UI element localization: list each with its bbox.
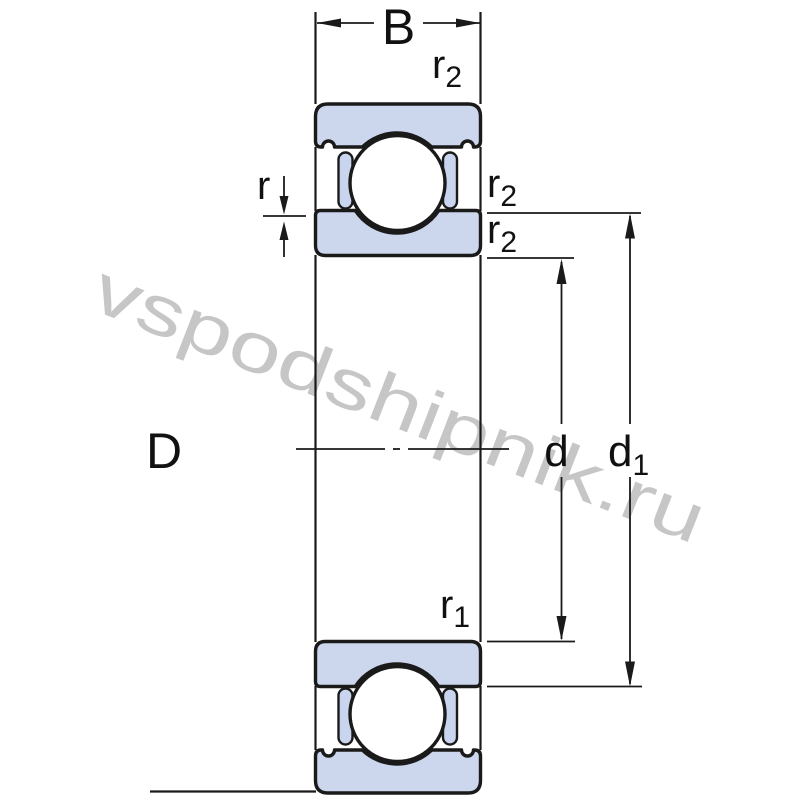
label-B: B xyxy=(382,0,415,55)
d1-arrowhead-down xyxy=(625,661,635,687)
d-arrowhead-down xyxy=(556,616,567,641)
b-arrowhead-left xyxy=(317,18,341,28)
label-r2-lower-sub: 2 xyxy=(500,226,517,259)
dimension-d: d xyxy=(487,259,575,643)
label-d1-sub: 1 xyxy=(632,449,649,482)
label-r2-top: r2 xyxy=(432,43,462,94)
bearing-section-top xyxy=(313,102,483,258)
label-r2-lower-base: r xyxy=(487,208,500,252)
r-arrowhead-lower xyxy=(279,221,289,240)
label-r2-top-base: r xyxy=(432,43,445,87)
label-r1-sub: 1 xyxy=(453,601,470,634)
label-d: d xyxy=(544,427,568,476)
label-r: r xyxy=(257,164,270,208)
dimension-d1: d1 xyxy=(487,213,649,688)
b-arrowhead-right xyxy=(456,18,480,28)
label-d1: d1 xyxy=(608,427,649,482)
label-d1-base: d xyxy=(608,427,632,476)
label-r2-right-upper: r2 xyxy=(487,162,517,213)
r-arrowhead-upper xyxy=(279,196,289,215)
watermark-text: vspodshipnik.ru xyxy=(83,249,717,558)
r2-right-callouts: r2 r2 xyxy=(487,162,641,259)
label-r1-base: r xyxy=(440,583,453,627)
bearing-section-bottom xyxy=(313,639,483,795)
dimension-B: B xyxy=(317,0,480,55)
label-D: D xyxy=(146,423,182,479)
dimension-r: r xyxy=(257,164,306,257)
label-r2-right-lower: r2 xyxy=(487,208,517,259)
label-r2-upper-base: r xyxy=(487,162,500,206)
label-r2-top-sub: 2 xyxy=(445,61,462,94)
label-r1: r1 xyxy=(440,583,470,634)
label-r2-upper-sub: 2 xyxy=(500,180,517,213)
